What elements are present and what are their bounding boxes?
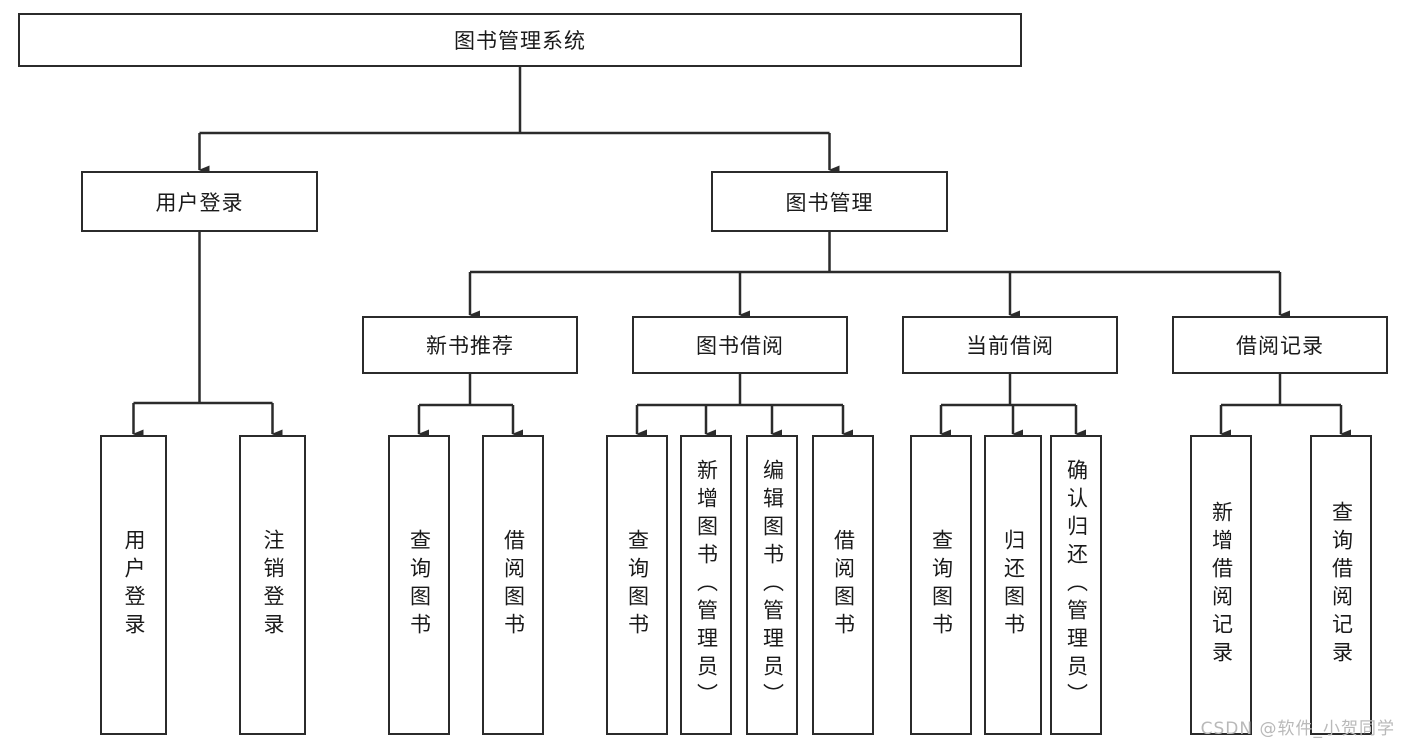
- node-label: 当前借阅: [966, 334, 1054, 358]
- node-newbook[interactable]: 新书推荐: [362, 316, 578, 374]
- node-label: 查询图书: [625, 529, 650, 641]
- node-records[interactable]: 借阅记录: [1172, 316, 1388, 374]
- node-label: 图书管理: [785, 190, 874, 215]
- node-label: 新增图书（管理员）: [694, 459, 719, 711]
- node-l-qbook2[interactable]: 查询图书: [606, 435, 668, 735]
- node-bookmgmt[interactable]: 图书管理: [711, 171, 948, 232]
- node-label: 新书推荐: [426, 334, 514, 358]
- node-label: 用户登录: [155, 190, 244, 215]
- node-label: 查询图书: [407, 529, 432, 641]
- node-l-addrec[interactable]: 新增借阅记录: [1190, 435, 1252, 735]
- node-label: 借阅图书: [831, 529, 856, 641]
- node-l-qrec[interactable]: 查询借阅记录: [1310, 435, 1372, 735]
- node-root[interactable]: 图书管理系统: [18, 13, 1022, 67]
- node-label: 编辑图书（管理员）: [760, 459, 785, 711]
- node-current[interactable]: 当前借阅: [902, 316, 1118, 374]
- node-l-bbook1[interactable]: 借阅图书: [482, 435, 544, 735]
- node-label: 注销登录: [261, 529, 285, 641]
- node-l-confirm[interactable]: 确认归还（管理员）: [1050, 435, 1102, 735]
- node-label: 查询图书: [929, 529, 954, 641]
- node-label: 借阅记录: [1236, 334, 1324, 358]
- node-borrow[interactable]: 图书借阅: [632, 316, 848, 374]
- node-label: 新增借阅记录: [1209, 501, 1234, 669]
- node-l-qbook3[interactable]: 查询图书: [910, 435, 972, 735]
- node-label: 用户登录: [122, 529, 146, 641]
- node-l-userlogin[interactable]: 用户登录: [100, 435, 167, 735]
- node-label: 借阅图书: [501, 529, 526, 641]
- node-l-qbook1[interactable]: 查询图书: [388, 435, 450, 735]
- node-label: 确认归还（管理员）: [1064, 459, 1089, 711]
- node-l-return[interactable]: 归还图书: [984, 435, 1042, 735]
- node-label: 归还图书: [1001, 529, 1026, 641]
- node-l-logout[interactable]: 注销登录: [239, 435, 306, 735]
- node-label: 查询借阅记录: [1329, 501, 1354, 669]
- node-login[interactable]: 用户登录: [81, 171, 318, 232]
- node-label: 图书管理系统: [454, 29, 586, 53]
- node-l-bbook2[interactable]: 借阅图书: [812, 435, 874, 735]
- watermark-label: CSDN @软件_小贺同学: [1200, 719, 1395, 739]
- node-l-editbook[interactable]: 编辑图书（管理员）: [746, 435, 798, 735]
- node-l-addbook[interactable]: 新增图书（管理员）: [680, 435, 732, 735]
- node-label: 图书借阅: [696, 334, 784, 358]
